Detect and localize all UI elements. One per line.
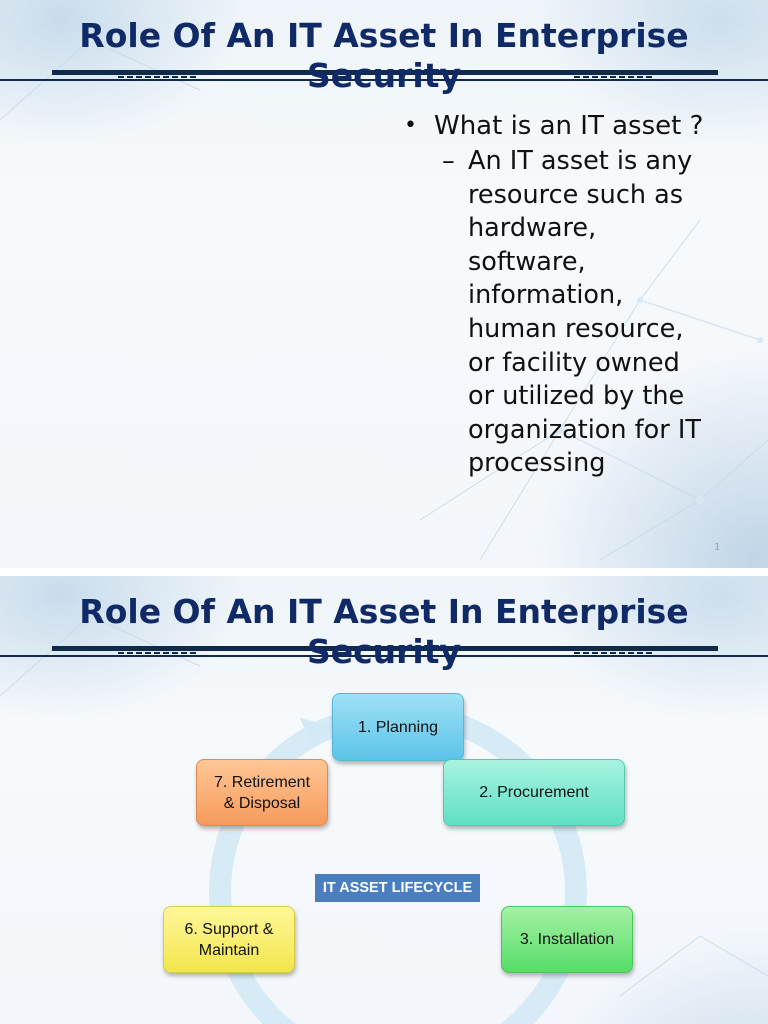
step-label: 2. Procurement <box>479 784 589 801</box>
slide-2: Role Of An IT Asset In Enterprise Securi… <box>0 576 768 1024</box>
slide-number: 1 <box>714 542 721 553</box>
step-label: 7. Retirement <box>213 773 311 791</box>
step-label-line2: Maintain <box>198 941 260 959</box>
bullet-question: What is an IT asset ? <box>404 108 744 144</box>
definition-line: organization for IT <box>468 414 701 445</box>
dash-marker: – <box>442 146 455 176</box>
network-background <box>0 37 768 561</box>
definition-line: information, <box>468 280 624 311</box>
step-label: 6. Support & <box>184 920 274 938</box>
lifecycle-center-label: IT ASSET LIFECYCLE <box>315 874 480 902</box>
definition-line: processing <box>468 448 606 479</box>
step-planning: 1. Planning <box>332 693 464 761</box>
definition-line: human resource, <box>468 313 684 344</box>
definition-line: or utilized by the <box>468 381 685 412</box>
step-label-line2: & Disposal <box>223 794 301 812</box>
step-support-maintain: 6. Support & Maintain <box>163 906 295 973</box>
definition-line: hardware, <box>468 213 597 244</box>
title-underline <box>0 646 768 660</box>
slide-title: Role Of An IT Asset In Enterprise Securi… <box>79 592 689 671</box>
definition-line: resource such as <box>468 179 684 210</box>
bullet-list: What is an IT asset ? – An IT asset is a… <box>404 108 744 481</box>
sub-bullet-definition: – An IT asset is any resource such as ha… <box>404 145 744 481</box>
step-label: 3. Installation <box>519 931 615 948</box>
step-retirement-disposal: 7. Retirement & Disposal <box>196 759 328 826</box>
slide-1: Role Of An IT Asset In Enterprise Securi… <box>0 0 768 568</box>
slide-title: Role Of An IT Asset In Enterprise Securi… <box>79 16 689 95</box>
title-underline <box>0 70 768 84</box>
definition-line: software, <box>468 246 586 277</box>
step-label: 1. Planning <box>357 718 439 736</box>
definition-line: An IT asset is any <box>468 146 693 176</box>
definition-line: or facility owned <box>468 347 680 378</box>
step-installation: 3. Installation <box>501 906 633 973</box>
slide-separator <box>0 568 768 576</box>
step-procurement: 2. Procurement <box>443 759 625 826</box>
